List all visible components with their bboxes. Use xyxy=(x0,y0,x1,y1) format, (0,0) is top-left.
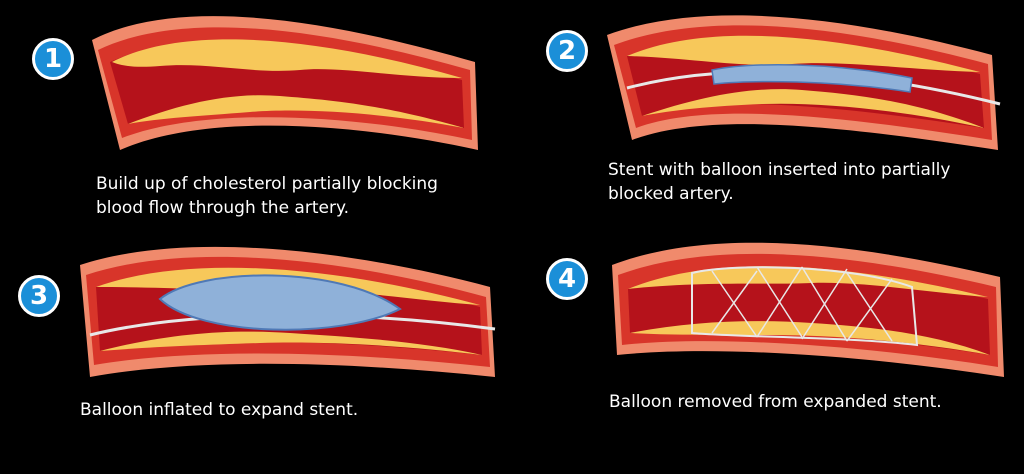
step-number-badge: 2 xyxy=(546,30,588,72)
step-4-panel: 4 Balloon removed from expanded stent. xyxy=(512,237,1024,474)
caption-line-2: blocked artery. xyxy=(608,184,734,204)
step-2-panel: 2 Stent with balloon inserted into parti… xyxy=(512,0,1024,237)
caption-line-1: Stent with balloon inserted into partial… xyxy=(608,160,951,180)
step-number-badge: 1 xyxy=(32,38,74,80)
step-number-badge: 3 xyxy=(18,275,60,317)
step-number-badge: 4 xyxy=(546,258,588,300)
caption-line-1: Balloon removed from expanded stent. xyxy=(609,392,942,412)
caption-line-1: Balloon inflated to expand stent. xyxy=(80,400,359,420)
caption-line-1: Build up of cholesterol partially blocki… xyxy=(96,174,438,194)
step-1-panel: 1 Build up of cholesterol partially bloc… xyxy=(0,0,512,237)
artery-balloon-inflated-illustration xyxy=(80,246,496,377)
step-caption: Stent with balloon inserted into partial… xyxy=(608,158,950,206)
step-caption: Balloon removed from expanded stent. xyxy=(609,390,942,414)
artery-balloon-insertion-illustration xyxy=(607,15,1001,150)
step-3-panel: 3 Balloon inflated to expand stent. xyxy=(0,237,512,474)
step-caption: Balloon inflated to expand stent. xyxy=(80,398,358,422)
caption-line-2: blood flow through the artery. xyxy=(96,198,349,218)
artery-plaque-illustration xyxy=(92,16,478,150)
artery-expanded-stent-illustration xyxy=(612,242,1004,377)
step-caption: Build up of cholesterol partially blocki… xyxy=(96,172,438,220)
